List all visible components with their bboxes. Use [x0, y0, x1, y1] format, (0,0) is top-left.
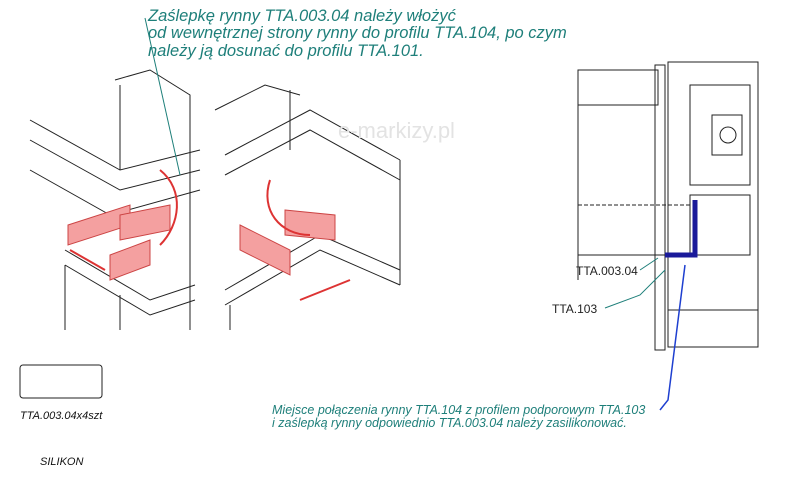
watermark: e-markizy.pl	[338, 118, 455, 143]
silicone-seal	[665, 200, 698, 258]
insert-arrow-right	[266, 179, 311, 236]
profile-label: TTA.103	[552, 302, 598, 316]
silicone-instruction: Miejsce połączenia rynny TTA.104 z profi…	[272, 403, 646, 431]
insertion-instruction: Zaślepkę rynny TTA.003.04 należy włożyć …	[148, 7, 567, 60]
instruction-line: należy ją dosunać do profilu TTA.101.	[148, 41, 424, 60]
cap-part-symbol	[19, 364, 103, 399]
leader-profile	[604, 269, 666, 309]
leader-line-top	[144, 17, 181, 176]
part-quantity-label: TTA.003.04x4szt	[20, 410, 103, 422]
cap-label: TTA.003.04	[576, 264, 638, 278]
left-iso-view	[29, 69, 201, 330]
instruction-line: od wewnętrznej strony rynny do profilu T…	[148, 24, 567, 43]
insert-arrow-left	[159, 169, 178, 246]
silicone-label: SILIKON	[40, 456, 84, 468]
leader-bottom-note	[659, 264, 686, 411]
leader-cap	[639, 257, 659, 271]
instruction-line: i zaślepką rynny odpowiednio TTA.003.04 …	[272, 416, 627, 431]
instruction-line: Zaślepkę rynny TTA.003.04 należy włożyć	[148, 7, 456, 25]
right-iso-view	[214, 84, 401, 330]
slide-arrow-right	[299, 279, 351, 301]
slide-arrow-left	[69, 249, 106, 271]
instruction-line: Miejsce połączenia rynny TTA.104 z profi…	[272, 403, 646, 417]
section-view	[577, 61, 759, 351]
